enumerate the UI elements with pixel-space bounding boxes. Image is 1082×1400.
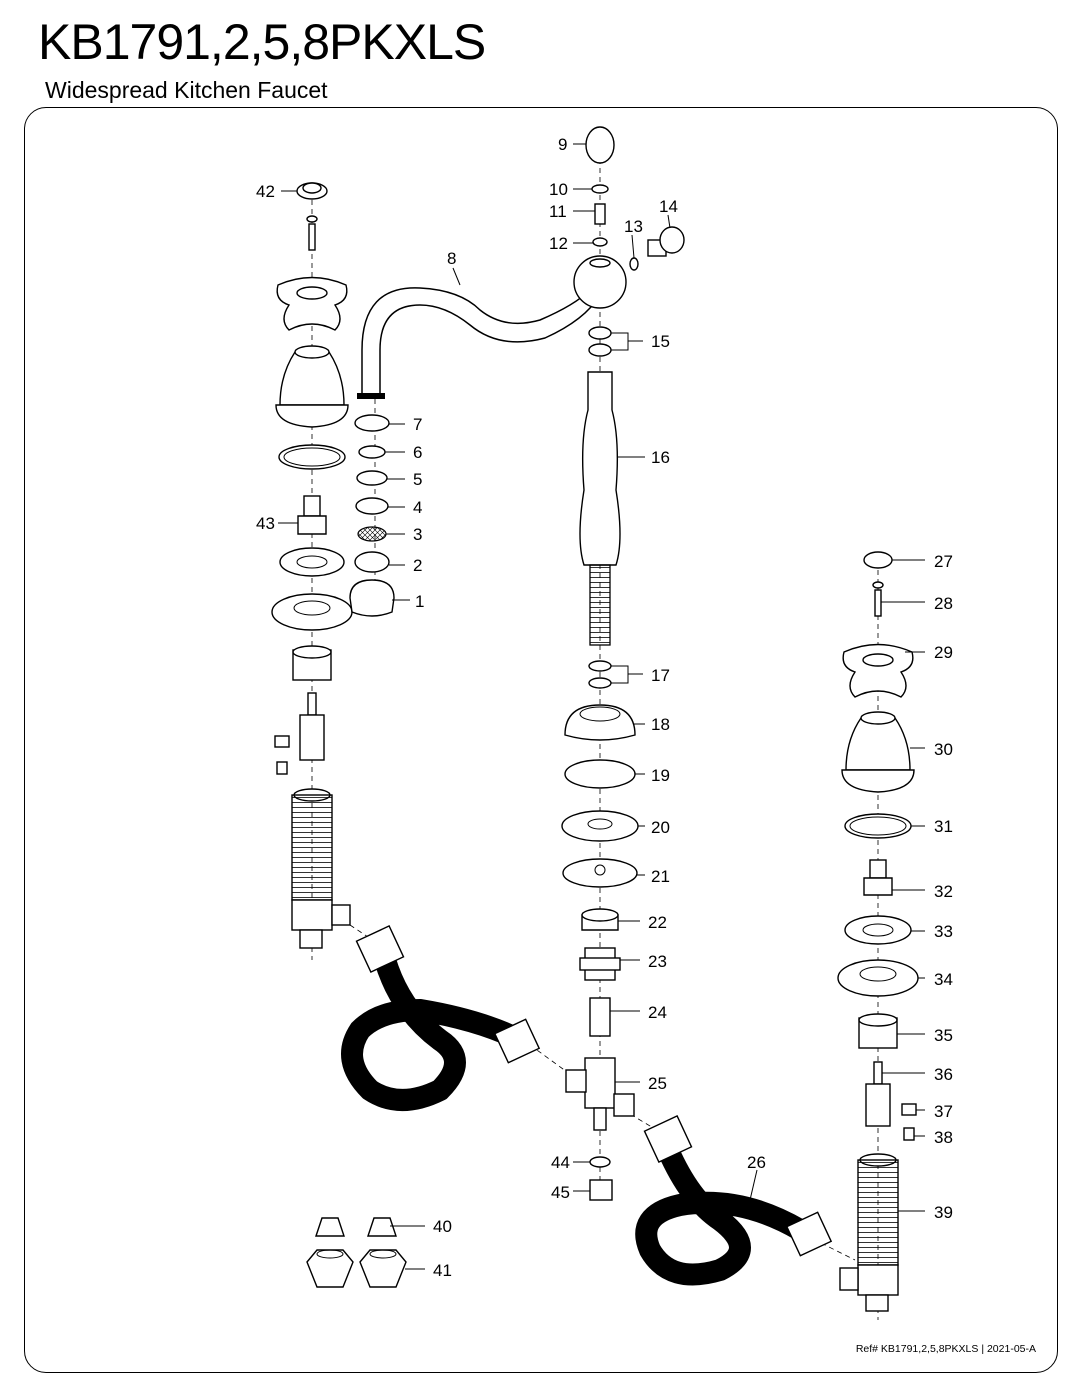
- part-callouts: 1 2 3 4 5 6 7 8 9 10 11 12 13 14 15 16 1…: [256, 135, 953, 1280]
- leader-lines: [278, 143, 925, 1270]
- callout-26: 26: [747, 1153, 766, 1172]
- callout-27: 27: [934, 552, 953, 571]
- callout-22: 22: [648, 913, 667, 932]
- callout-35: 35: [934, 1026, 953, 1045]
- callout-33: 33: [934, 922, 953, 941]
- diagram-frame: [24, 107, 1058, 1373]
- callout-34: 34: [934, 970, 953, 989]
- callout-32: 32: [934, 882, 953, 901]
- callout-29: 29: [934, 643, 953, 662]
- callout-4: 4: [413, 498, 422, 517]
- callout-2: 2: [413, 556, 422, 575]
- callout-28: 28: [934, 594, 953, 613]
- product-description: Widespread Kitchen Faucet: [45, 77, 328, 103]
- callout-6: 6: [413, 443, 422, 462]
- callout-36: 36: [934, 1065, 953, 1084]
- callout-37: 37: [934, 1102, 953, 1121]
- supply-hoses: [341, 925, 833, 1286]
- callout-43: 43: [256, 514, 275, 533]
- left-handle-assembly: [271, 182, 353, 949]
- callout-12: 12: [549, 234, 568, 253]
- right-handle-assembly: [837, 551, 919, 1312]
- callout-31: 31: [934, 817, 953, 836]
- callout-18: 18: [651, 715, 670, 734]
- callout-1: 1: [415, 592, 424, 611]
- callout-30: 30: [934, 740, 953, 759]
- ferrules-and-nuts: [306, 1217, 407, 1288]
- callout-42: 42: [256, 182, 275, 201]
- callout-44: 44: [551, 1153, 570, 1172]
- callout-20: 20: [651, 818, 670, 837]
- callout-21: 21: [651, 867, 670, 886]
- callout-24: 24: [648, 1003, 667, 1022]
- callout-7: 7: [413, 415, 422, 434]
- callout-11: 11: [549, 202, 567, 221]
- callout-19: 19: [651, 766, 670, 785]
- callout-41: 41: [433, 1261, 452, 1280]
- callout-40: 40: [433, 1217, 452, 1236]
- callout-39: 39: [934, 1203, 953, 1222]
- callout-16: 16: [651, 448, 670, 467]
- callout-45: 45: [551, 1183, 570, 1202]
- callout-9: 9: [558, 135, 567, 154]
- callout-23: 23: [648, 952, 667, 971]
- callout-10: 10: [549, 180, 568, 199]
- callout-8: 8: [447, 249, 456, 268]
- callout-38: 38: [934, 1128, 953, 1147]
- spout-assembly: [349, 126, 685, 1201]
- model-number-title: KB1791,2,5,8PKXLS: [38, 14, 486, 70]
- callout-5: 5: [413, 470, 422, 489]
- callout-3: 3: [413, 525, 422, 544]
- callout-13: 13: [624, 217, 643, 236]
- callout-17: 17: [651, 666, 670, 685]
- reference-code: Ref# KB1791,2,5,8PKXLS | 2021-05-A: [855, 1343, 1036, 1355]
- callout-15: 15: [651, 332, 670, 351]
- callout-25: 25: [648, 1074, 667, 1093]
- callout-14: 14: [659, 197, 678, 216]
